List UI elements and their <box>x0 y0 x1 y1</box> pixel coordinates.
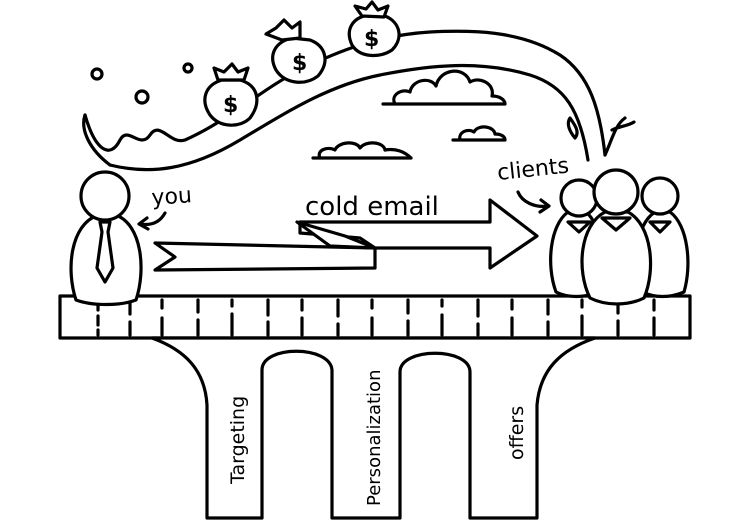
you-arrow <box>137 211 167 231</box>
pillar-label-personalization: Personalization <box>364 370 385 506</box>
clients-arrow <box>516 190 551 214</box>
you-figure <box>69 170 143 307</box>
cloud-small <box>451 125 507 142</box>
svg-text:$: $ <box>364 27 379 52</box>
you-label: you <box>151 183 193 211</box>
clients-label: clients <box>496 154 570 186</box>
money-bag-2: $ <box>264 18 327 84</box>
bridge-deck <box>58 294 692 340</box>
cloud-large <box>381 69 507 106</box>
money-bag-1: $ <box>203 62 259 127</box>
money-bag-3: $ <box>347 0 401 57</box>
client-figure-right <box>634 176 690 299</box>
pillar-label-offers: offers <box>506 406 528 460</box>
cold-email-label: cold email <box>305 192 439 222</box>
cold-email-arrow <box>153 198 539 272</box>
cloud-middle <box>311 141 413 160</box>
svg-text:$: $ <box>292 51 307 76</box>
svg-text:$: $ <box>223 93 238 118</box>
bridge-arches <box>150 336 597 520</box>
pillar-label-targeting: Targeting <box>227 396 249 485</box>
client-figure-center <box>580 168 653 306</box>
